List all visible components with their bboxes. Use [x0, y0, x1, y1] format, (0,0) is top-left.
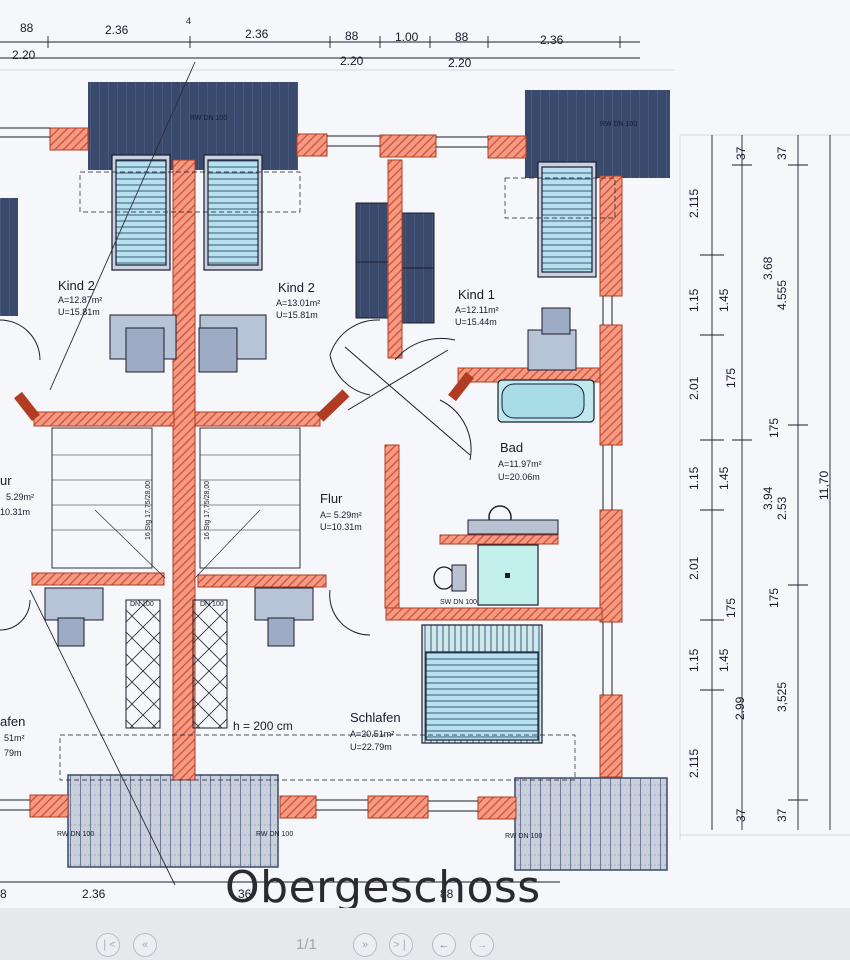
rw-dn-label: RW DN 100: [190, 115, 227, 122]
first-page-icon[interactable]: ❘<: [96, 933, 120, 957]
room-name: ur: [0, 473, 12, 488]
rw-dn-label: RW DN 100: [256, 831, 293, 838]
roof-dormer: [67, 774, 279, 868]
right-dim-label: 175: [724, 598, 738, 618]
right-dim-label: 3.94: [761, 486, 775, 510]
room-name: afen: [0, 714, 25, 729]
room-perimeter: U=15.81m: [58, 307, 100, 317]
dn-label: DN 100: [130, 601, 154, 608]
stair-label: 16 Stg 17,75/28,00: [204, 481, 211, 540]
right-dim-label: 37: [734, 808, 748, 822]
room-bad: Bad A=11.97m² U=20.06m: [498, 440, 542, 482]
top-dim-label: 2.36: [245, 27, 269, 41]
room-perimeter: 10.31m: [0, 507, 30, 517]
room-area: A=20.51m²: [350, 729, 394, 739]
right-dim-label: 11,70: [817, 471, 831, 500]
top-dim-label: 88: [345, 29, 359, 43]
right-dim-label: 37: [775, 808, 789, 822]
room-kind2-mid: Kind 2 A=13.01m² U=15.81m: [276, 280, 320, 320]
right-dim-label: 2.115: [687, 749, 701, 778]
right-dim-label: 4.555: [775, 280, 789, 310]
right-dim-label: 2.01: [687, 376, 701, 400]
top-dim-label: 88: [455, 30, 469, 44]
top-dim-label: 2.20: [448, 56, 472, 70]
room-perimeter: U=15.44m: [455, 317, 497, 327]
forward-icon[interactable]: →: [470, 933, 494, 957]
dn-label: DN 100: [200, 601, 224, 608]
room-area: A=12.11m²: [455, 305, 499, 315]
room-name: Schlafen: [350, 710, 401, 725]
bottom-dim-label: 2.36: [82, 887, 106, 901]
room-area: A=11.97m²: [498, 459, 542, 469]
rw-dn-label: RW DN 100: [600, 121, 637, 128]
room-area: 51m²: [4, 733, 25, 743]
right-dim-label: 1.45: [717, 648, 731, 672]
room-kind1: Kind 1 A=12.11m² U=15.44m: [455, 287, 499, 327]
room-name: Kind 2: [278, 280, 315, 295]
room-schlafen-left: afen 51m² 79m: [0, 714, 25, 758]
top-dim-label: 2.36: [105, 23, 129, 37]
bottom-dim-label: 88: [440, 887, 454, 901]
room-name: Kind 2: [58, 278, 95, 293]
height-note: h = 200 cm: [233, 719, 293, 733]
top-dim-label: 88: [20, 21, 34, 35]
right-dim-label: 175: [767, 588, 781, 608]
bottom-dim-label: 8: [0, 887, 7, 901]
right-dim-label: 1.15: [687, 466, 701, 490]
rw-dn-label: RW DN 100: [57, 831, 94, 838]
right-dim-label: 2.99: [733, 696, 747, 720]
roof-dormer: [514, 777, 668, 871]
pager-bar: [0, 908, 850, 960]
room-name: Bad: [500, 440, 523, 455]
room-area: 5.29m²: [6, 492, 34, 502]
right-dim-label: 175: [724, 368, 738, 388]
right-dim-label: 2.53: [775, 496, 789, 520]
right-dim-label: 1.45: [717, 288, 731, 312]
stair-label: 16 Stg 17,75/28,00: [145, 481, 152, 540]
room-flur: Flur A= 5.29m² U=10.31m: [320, 491, 362, 532]
top-dim-label: 1.00: [395, 30, 419, 44]
back-icon[interactable]: ←: [432, 933, 456, 957]
next-page-icon[interactable]: »: [353, 933, 377, 957]
right-dim-label: 3,525: [775, 682, 789, 712]
right-dim-label: 2.115: [687, 189, 701, 218]
right-dim-label: 37: [734, 146, 748, 160]
right-dim-label: 1.15: [687, 288, 701, 312]
top-dim-marker: 4: [186, 16, 191, 26]
room-schlafen: Schlafen A=20.51m² U=22.79m: [350, 710, 401, 752]
right-dim-label: 1.45: [717, 466, 731, 490]
bottom-dim-label: 36: [238, 887, 252, 901]
sw-dn-label: SW DN 100: [440, 599, 477, 606]
top-dim-label: 2.36: [540, 33, 564, 47]
right-dim-label: 175: [767, 418, 781, 438]
room-perimeter: U=22.79m: [350, 742, 392, 752]
previous-page-icon[interactable]: «: [133, 933, 157, 957]
room-perimeter: 79m: [4, 748, 22, 758]
rw-dn-label: RW DN 100: [505, 833, 542, 840]
floor-title: Obergeschoss: [225, 862, 541, 913]
top-dim-label: 2.20: [340, 54, 364, 68]
room-name: Kind 1: [458, 287, 495, 302]
room-kind2-left: Kind 2 A=12.87m² U=15.81m: [58, 278, 102, 317]
room-perimeter: U=20.06m: [498, 472, 540, 482]
room-perimeter: U=15.81m: [276, 310, 318, 320]
right-dim-label: 2.01: [687, 556, 701, 580]
page-counter: 1/1: [296, 936, 317, 953]
right-dim-label: 1.15: [687, 648, 701, 672]
room-area: A= 5.29m²: [320, 510, 362, 520]
top-dim-label: 2.20: [12, 48, 36, 62]
room-area: A=12.87m²: [58, 295, 102, 305]
right-dim-label: 37: [775, 146, 789, 160]
right-dim-label: 3.68: [761, 256, 775, 280]
room-perimeter: U=10.31m: [320, 522, 362, 532]
last-page-icon[interactable]: >❘: [389, 933, 413, 957]
room-area: A=13.01m²: [276, 298, 320, 308]
room-name: Flur: [320, 491, 343, 506]
floor-plan: 88 2.36 2.36 88 1.00 88 2.36 2.20 2.20 2…: [0, 16, 850, 901]
room-flur-left: ur 5.29m² 10.31m: [0, 473, 34, 517]
